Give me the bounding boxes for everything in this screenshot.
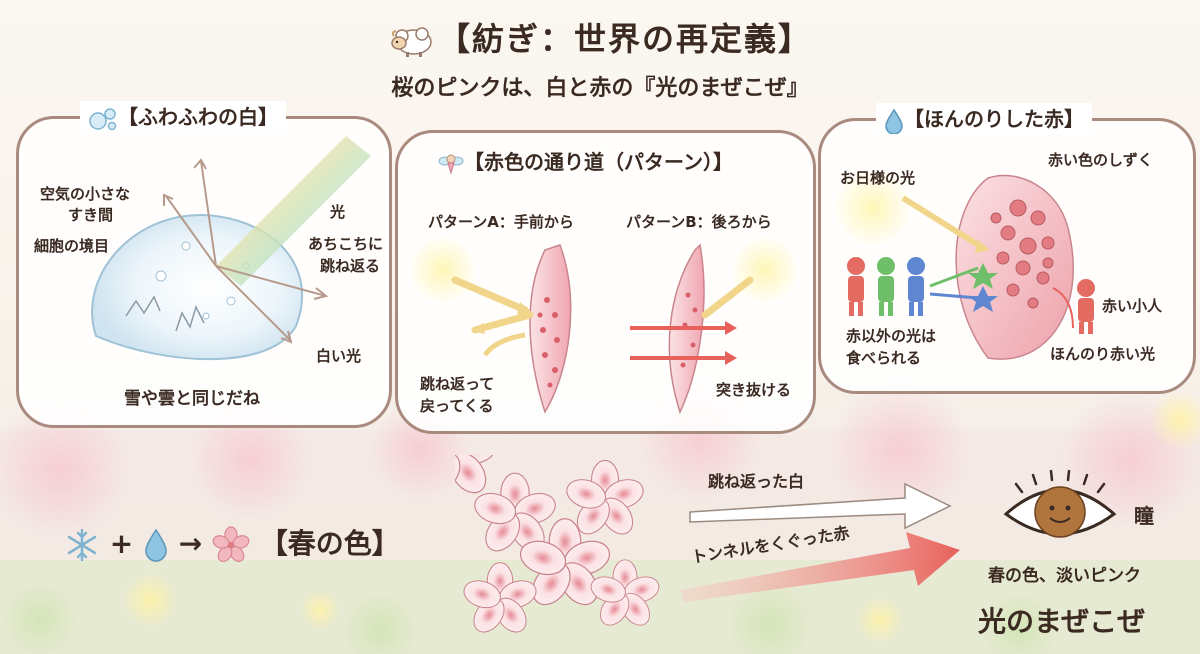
bubbles-icon (89, 107, 117, 130)
sun-a (408, 235, 478, 305)
scatter-arrows (163, 158, 329, 344)
spring-equation: + → 【春の色】 (64, 522, 400, 564)
fairy-icon (438, 154, 464, 175)
plus-sign: + (109, 527, 134, 560)
label-bounced-white: 跳ね返った白 (708, 472, 805, 491)
label-bounce-back1: 跳ね返って (420, 375, 495, 393)
snowflake-icon (67, 528, 97, 562)
label-gap: すき間 (68, 206, 114, 224)
panel-red-path-title: 【赤色の通り道（パターン）】 (430, 146, 741, 177)
label-drops: 赤い色のしずく (1048, 151, 1153, 169)
green-star (968, 263, 998, 289)
light-beam (216, 136, 371, 286)
water-drop-icon (145, 528, 167, 562)
panel-red-title: 【ほんのりした赤】 (876, 103, 1092, 135)
label-bounce1: あちこちに (308, 235, 384, 253)
label-sun: お日様の光 (840, 169, 916, 187)
title-text: 【紡ぎ：世界の再定義】 (437, 20, 812, 58)
eye-icon (1003, 470, 1117, 538)
bottom-arrows (680, 482, 960, 602)
panel-white-title: 【ふわふわの白】 (80, 101, 286, 132)
spring-color-label: 【春の色】 (259, 527, 400, 560)
label-pattern-b: パターンB：後ろから (626, 213, 772, 231)
cherry-blossom-cluster (455, 455, 663, 639)
red-drops (990, 199, 1055, 309)
label-light: 光 (330, 203, 346, 221)
petal-a (529, 244, 572, 414)
page-title: 【紡ぎ：世界の再定義】 (0, 14, 1200, 60)
cell-boundaries (125, 295, 205, 332)
sun (833, 168, 913, 248)
arrow-sign: → (178, 527, 203, 560)
label-bounce-back2: 戻ってくる (420, 397, 494, 415)
label-eaten1: 赤以外の光は (846, 327, 937, 345)
blend-title: 光のまぜこぜ (978, 605, 1146, 638)
red-arrow (680, 532, 960, 602)
label-white-light: 白い光 (316, 347, 362, 365)
red-path-illustration (408, 235, 800, 415)
label-pass-through: 突き抜ける (716, 381, 792, 399)
subtitle: 桜のピンクは、白と赤の『光のまぜこぜ』 (391, 76, 809, 101)
blue-star (968, 286, 998, 312)
red-drops-illustration (833, 168, 1095, 360)
sakura-icon (212, 526, 250, 562)
sheep-icon (391, 27, 432, 57)
label-snow: 雪や雲と同じだね (124, 389, 260, 409)
sun-b (730, 235, 800, 305)
label-pupil: 瞳 (1134, 504, 1154, 528)
label-pale-pink: 春の色、淡いピンク (988, 566, 1141, 586)
white-petal-illustration (91, 136, 371, 361)
white-arrow (689, 482, 952, 530)
red-person (1077, 279, 1095, 334)
label-bounce2: 跳ね返る (320, 257, 381, 275)
water-drop-icon (885, 108, 903, 135)
label-red-person: 赤い小人 (1102, 297, 1163, 315)
label-eaten2: 食べられる (846, 349, 922, 367)
label-pattern-a: パターンA：手前から (428, 213, 574, 231)
label-cell: 細胞の境目 (34, 237, 110, 255)
label-faint-red: ほんのり赤い光 (1050, 345, 1156, 363)
small-people (847, 257, 925, 316)
label-air: 空気の小さな (40, 185, 131, 203)
